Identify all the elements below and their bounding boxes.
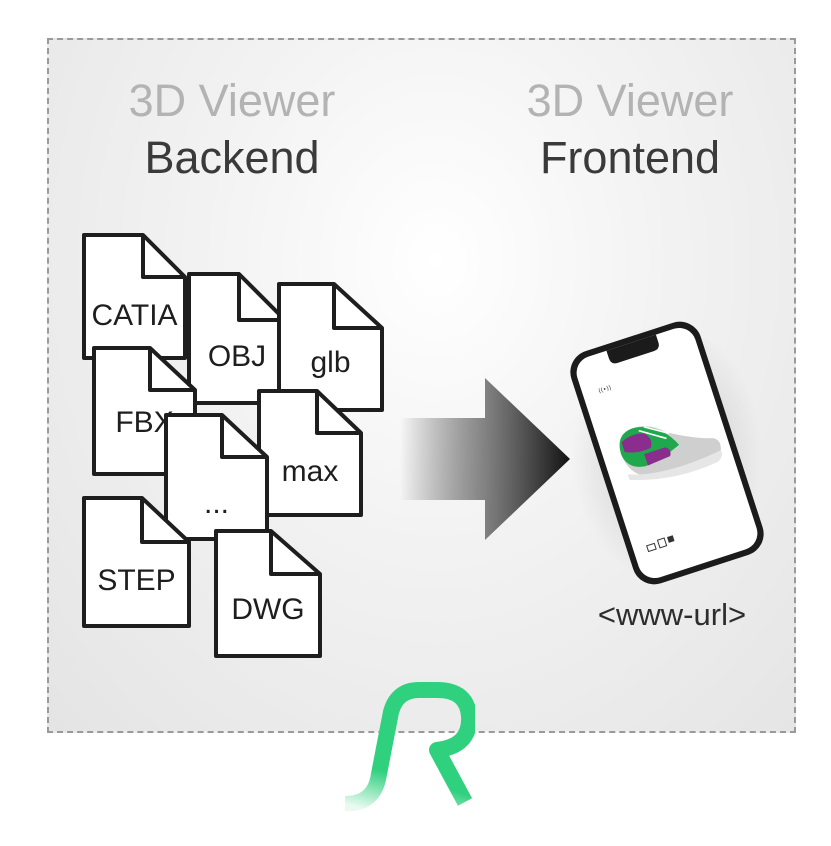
- phone-mockup: ((•)): [570, 321, 764, 585]
- backend-heading: 3D Viewer Backend: [92, 78, 372, 180]
- frontend-subtitle: 3D Viewer: [526, 75, 734, 126]
- backend-subtitle: 3D Viewer: [128, 75, 336, 126]
- document-icon: [257, 389, 363, 517]
- url-label: <www-url>: [597, 597, 747, 632]
- backend-title: Backend: [144, 132, 320, 183]
- toolbar-icons: [646, 535, 675, 553]
- file-label-obj: OBJ: [207, 340, 267, 373]
- file-glb: glb: [277, 282, 384, 412]
- file-max: max: [257, 389, 363, 517]
- file-step: STEP: [82, 496, 191, 628]
- file-label-max: max: [281, 455, 339, 488]
- ar-icon: ((•)): [598, 384, 612, 395]
- document-icon: [82, 233, 187, 360]
- file-label-step: STEP: [97, 564, 176, 597]
- file-label-dwg: DWG: [231, 593, 305, 626]
- document-icon: [214, 529, 322, 658]
- frontend-title: Frontend: [539, 132, 721, 183]
- file-dwg: DWG: [214, 529, 322, 658]
- right-arrow-icon: [400, 378, 570, 540]
- sneaker-icon: [619, 422, 723, 481]
- r-logo-icon: [345, 682, 475, 811]
- document-icon: [82, 496, 191, 628]
- file-catia: CATIA: [82, 233, 187, 360]
- document-icon: [187, 272, 287, 405]
- file-label-fbx: FBX: [115, 406, 174, 439]
- file-label-catia: CATIA: [91, 299, 178, 332]
- frontend-heading: 3D Viewer Frontend: [490, 78, 770, 180]
- file-label-more: ...: [203, 487, 229, 520]
- file-label-glb: glb: [310, 346, 351, 379]
- file-obj: OBJ: [187, 272, 287, 405]
